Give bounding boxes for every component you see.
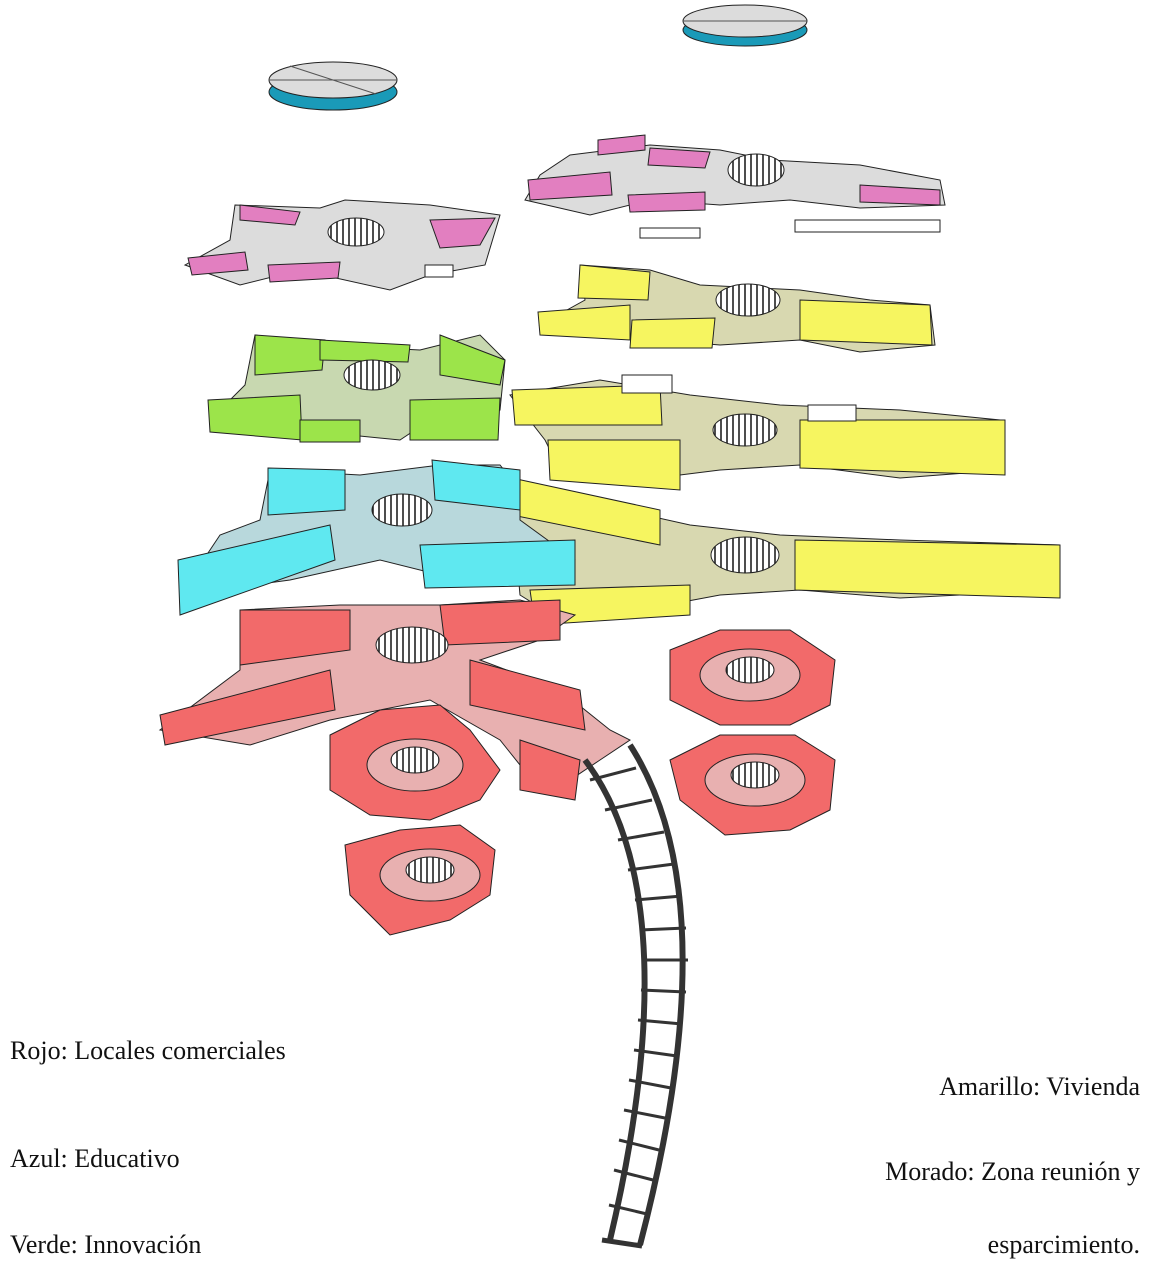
roof-disk-left — [268, 61, 398, 111]
red-pod-2 — [344, 824, 496, 936]
legend-purple-line2: esparcimiento. — [987, 1230, 1140, 1259]
red-floor-main — [158, 599, 631, 801]
green-floor — [207, 334, 506, 443]
red-pod-1 — [329, 704, 501, 821]
bridge-rungs — [589, 766, 688, 1216]
blue-floor — [177, 459, 576, 616]
legend-blue: Azul: Educativo — [10, 1144, 180, 1173]
yellow-floor-2 — [509, 374, 1006, 491]
legend-red: Rojo: Locales comerciales — [10, 1036, 286, 1065]
legend-yellow: Amarillo: Vivienda — [939, 1072, 1140, 1101]
curved-bridge — [582, 743, 686, 1249]
legend-green: Verde: Innovación — [10, 1230, 202, 1259]
yellow-floor-3 — [509, 477, 1061, 626]
yellow-floor-1 — [537, 264, 936, 353]
red-pod-3 — [669, 629, 836, 726]
red-pod-4 — [669, 734, 836, 836]
purple-floor-left — [183, 199, 501, 291]
legend-purple-line1: Morado: Zona reunión y — [885, 1157, 1140, 1186]
purple-floor-right — [524, 134, 946, 239]
roof-disk-right — [682, 4, 808, 47]
